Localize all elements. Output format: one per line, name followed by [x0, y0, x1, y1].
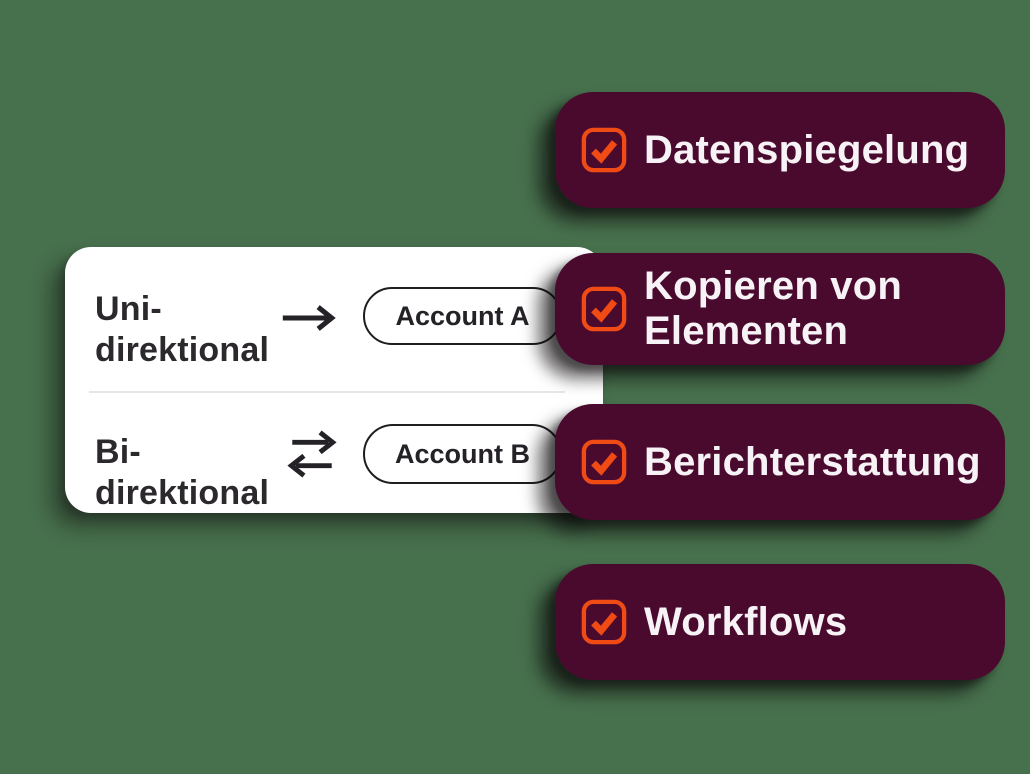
feature-label-line: Elementen: [644, 309, 849, 353]
checkbox-checked-icon: [581, 286, 627, 332]
feature-pill-berichterstattung: Berichterstattung: [555, 404, 1005, 520]
account-a-chip: Account A: [363, 287, 562, 345]
feature-label: Berichterstattung: [644, 440, 981, 485]
checkbox-checked-icon: [581, 599, 627, 645]
feature-label-line: Datenspiegelung: [644, 127, 970, 172]
feature-pill-workflows: Workflows: [555, 564, 1005, 680]
account-b-chip: Account B: [363, 424, 562, 484]
bidirectional-label-line2: direktional: [95, 474, 270, 512]
unidirectional-label: Uni- direktional: [95, 289, 269, 371]
feature-label: Datenspiegelung: [644, 128, 969, 173]
checkbox-checked-icon: [581, 127, 627, 173]
unidirectional-label-line1: Uni-: [95, 290, 162, 328]
feature-pill-datenspiegelung: Datenspiegelung: [555, 92, 1005, 208]
unidirectional-label-line2: direktional: [95, 331, 270, 369]
feature-label-line: Kopieren von: [644, 264, 902, 308]
feature-label: Workflows: [644, 600, 847, 645]
feature-label-line: Berichterstattung: [644, 439, 981, 484]
account-a-label: Account A: [395, 300, 530, 331]
feature-label: Kopieren von Elementen: [644, 264, 902, 354]
swap-arrows-icon: [283, 428, 341, 485]
sync-direction-card: Uni- direktional Account A Bi- direktion…: [65, 247, 603, 513]
checkbox-checked-icon: [581, 439, 627, 485]
arrow-right-icon: [281, 303, 339, 338]
feature-pill-kopieren-von-elementen: Kopieren von Elementen: [555, 253, 1005, 365]
feature-label-line: Workflows: [644, 599, 848, 644]
bidirectional-label-line1: Bi-: [95, 433, 141, 471]
account-b-label: Account B: [395, 438, 530, 469]
card-divider: [89, 391, 565, 393]
bidirectional-label: Bi- direktional: [95, 432, 269, 514]
